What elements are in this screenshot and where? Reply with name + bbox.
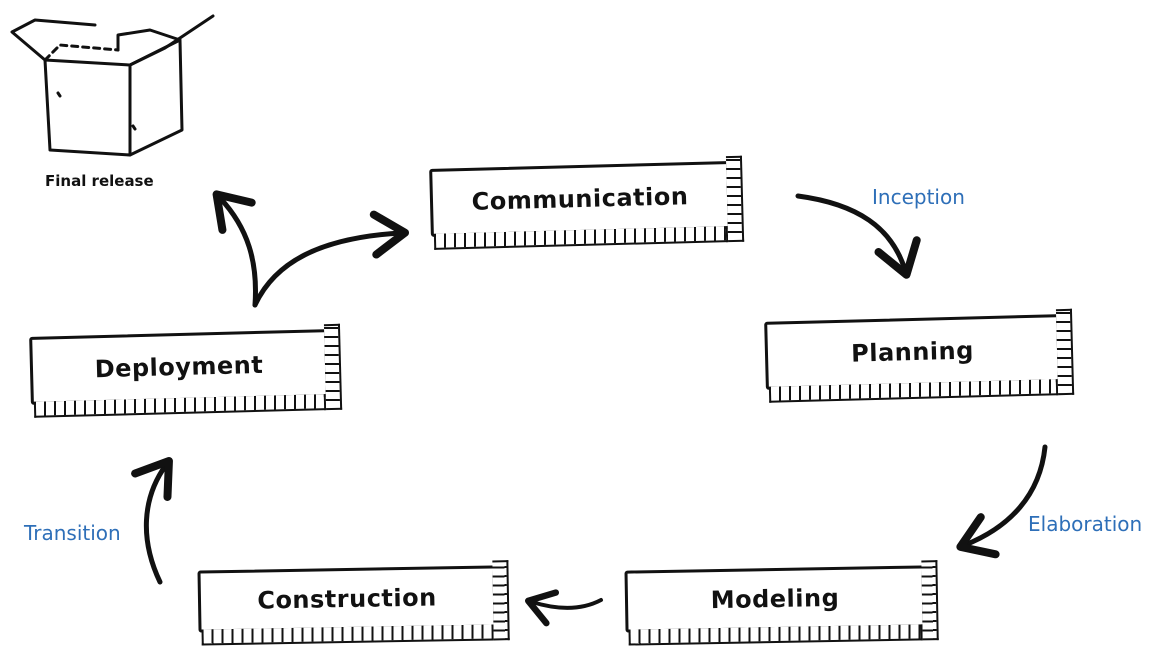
communication-label: Communication xyxy=(471,182,689,216)
elaboration-label: Elaboration xyxy=(1028,512,1143,536)
planning-label: Planning xyxy=(850,336,975,368)
arrow-deployment-to-final-release xyxy=(212,190,258,308)
planning-box-side xyxy=(1055,308,1075,396)
construction-box: Construction xyxy=(197,560,510,646)
arrow-planning-to-modeling xyxy=(956,444,1048,559)
arrow-construction-to-deployment xyxy=(131,456,173,585)
modeling-box: Modeling xyxy=(624,560,939,646)
construction-label: Construction xyxy=(257,583,437,615)
planning-box: Planning xyxy=(764,308,1075,403)
arrow-modeling-to-construction xyxy=(524,589,603,627)
final-release-label: Final release xyxy=(45,172,154,190)
inception-label: Inception xyxy=(872,185,965,209)
deployment-box: Deployment xyxy=(29,323,343,418)
modeling-label: Modeling xyxy=(710,583,840,615)
arrow-communication-to-planning xyxy=(795,193,921,279)
modeling-box-side xyxy=(921,560,939,641)
communication-box-side xyxy=(725,155,745,243)
construction-box-side xyxy=(492,560,510,641)
open-box-icon xyxy=(10,14,215,157)
arrow-deployment-to-communication xyxy=(252,210,409,308)
deployment-label: Deployment xyxy=(94,350,264,384)
deployment-box-side xyxy=(323,323,343,411)
transition-label: Transition xyxy=(24,521,121,545)
communication-box: Communication xyxy=(429,155,745,250)
